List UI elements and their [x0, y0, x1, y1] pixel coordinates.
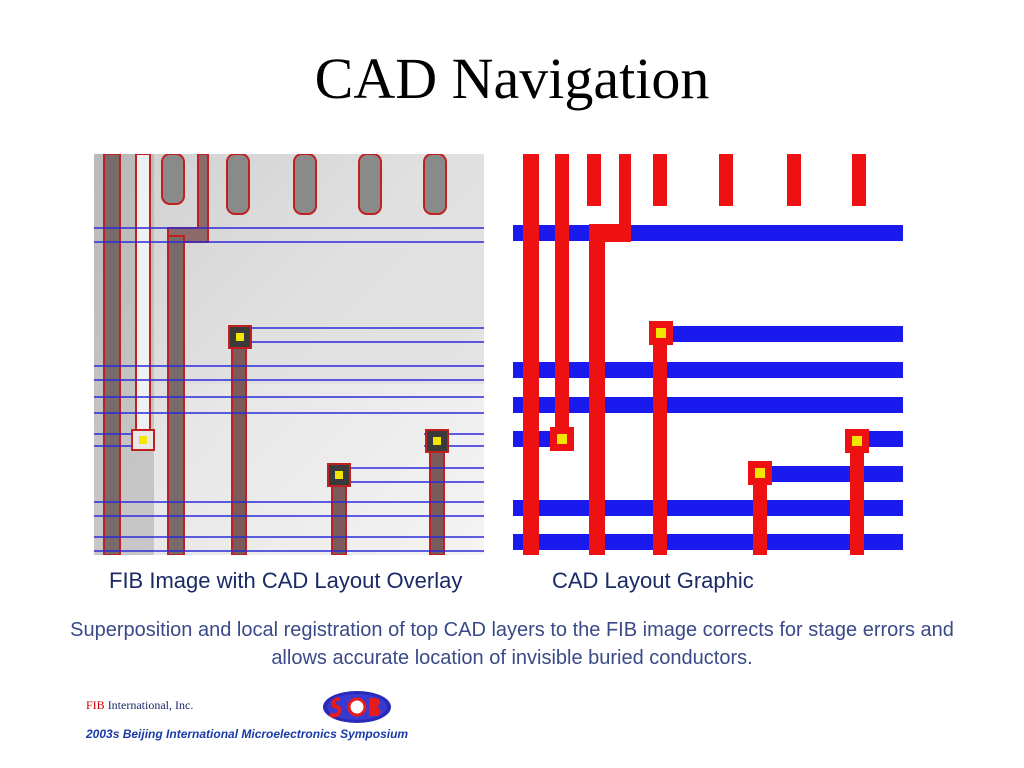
cad-graphic-caption: CAD Layout Graphic [552, 568, 754, 593]
company-name: FIB International, Inc. [86, 698, 193, 713]
company-prefix: FIB [86, 698, 105, 712]
slide-description: Superposition and local registration of … [70, 619, 954, 669]
cad-red-conductors [523, 154, 866, 555]
cad-layout-svg [513, 154, 903, 555]
symposium-footer: 2003s Beijing International Microelectro… [86, 727, 409, 741]
fib-image-caption: FIB Image with CAD Layout Overlay [109, 568, 463, 593]
cad-vias [550, 321, 869, 485]
slide-title: CAD Navigation [314, 46, 710, 111]
fib-overlay-svg [94, 154, 484, 555]
fib-vias [131, 325, 449, 487]
cad-layout-graphic [513, 154, 903, 555]
company-suffix: International, Inc. [104, 698, 194, 712]
fib-overlay-image [94, 154, 484, 555]
fib-vertical-conductors [103, 154, 445, 555]
symposium-logo-icon [323, 691, 391, 723]
fib-top-fingers [161, 154, 447, 215]
